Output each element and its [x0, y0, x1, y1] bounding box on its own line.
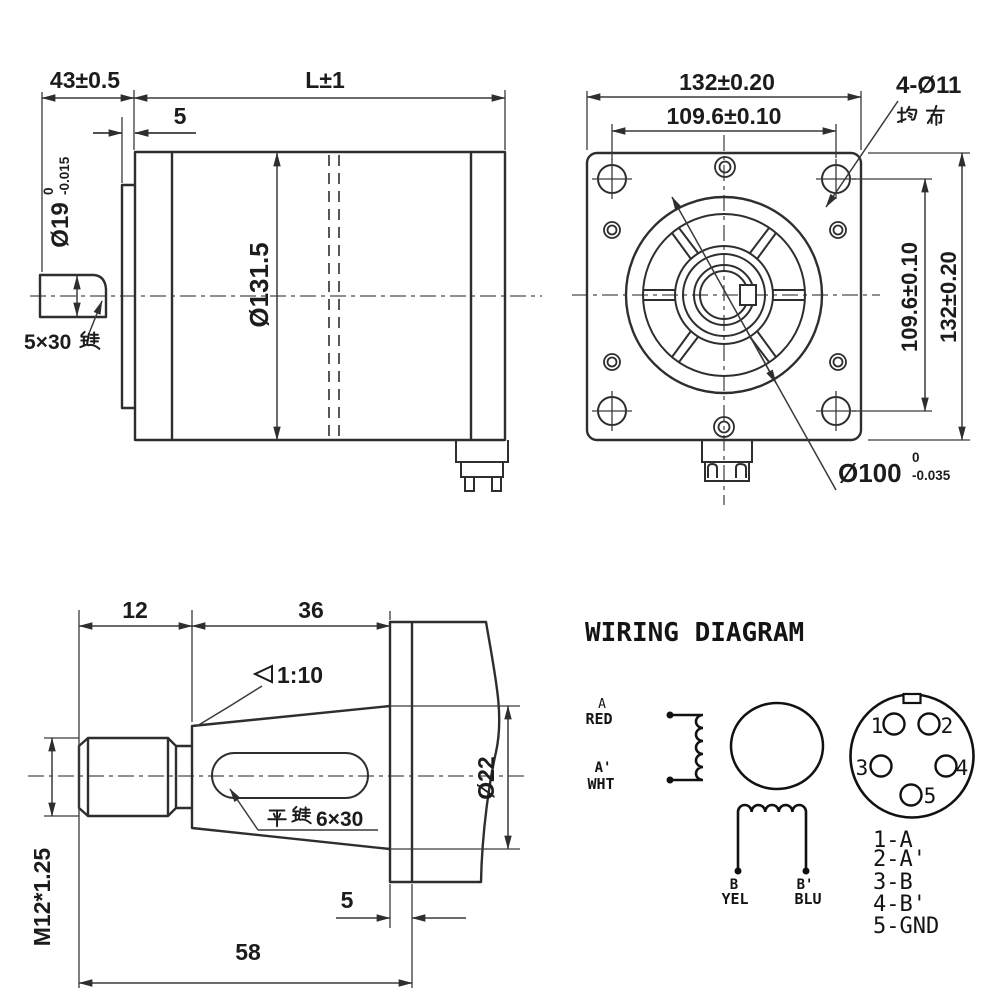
front-extension-lines	[586, 91, 970, 441]
phase-b-color: YEL	[721, 890, 748, 908]
terminal-dot-a-prime	[666, 776, 674, 784]
shaft-detail-view: 12 36 1:10 Ø22 6×30 M12*1.25 5 58	[28, 597, 528, 988]
dim-1096v-label: 109.6±0.10	[897, 242, 922, 352]
thread-section	[77, 736, 178, 818]
phase-b2-color: BLU	[794, 890, 821, 908]
shaft-dia-label: Ø19	[47, 202, 74, 247]
legend-item-3: 3-B	[873, 870, 913, 895]
side-view: 43±0.5 L±1 5 Ø19 0 -0.015 Ø131.5 5×30	[24, 67, 542, 492]
taper-section	[174, 704, 392, 851]
pin-1-label: 1	[871, 714, 884, 738]
keyway-ping-icon	[267, 809, 287, 828]
pin-2-label: 2	[941, 714, 954, 738]
dim-132v-label: 132±0.20	[936, 251, 961, 343]
boss-spokes	[643, 227, 805, 363]
dim-1096h-label: 109.6±0.10	[667, 103, 782, 129]
dim-43-label: 43±0.5	[50, 67, 120, 93]
phase-a-label: A	[598, 697, 606, 712]
connector-face: 1 2 3 4 5	[849, 692, 975, 819]
taper-leader	[196, 685, 263, 727]
connector-keying-notch	[902, 692, 922, 705]
shaft-extension-lines	[44, 610, 520, 988]
pilot-dia-label: Ø100	[838, 458, 902, 488]
phase-a2-color: WHT	[587, 775, 614, 793]
corner-mounting-holes	[592, 159, 856, 431]
terminal-connector-side	[455, 440, 509, 492]
dim-58-label: 58	[235, 939, 261, 965]
front-flange-plate	[120, 183, 137, 410]
output-shaft-outline	[38, 273, 108, 319]
terminal-dot-b-prime	[802, 867, 810, 875]
dim-L-label: L±1	[305, 67, 345, 93]
pin-4-label: 4	[956, 756, 969, 780]
wiring-diagram: WIRING DIAGRAM A RED A' WHT B YEL B' BLU	[585, 618, 975, 939]
phase-a2-label: A'	[595, 760, 612, 776]
thread-spec-label: M12*1.25	[29, 848, 55, 947]
holes-note-cjk	[896, 104, 945, 126]
dim-36-label: 36	[298, 597, 324, 623]
front-view: 132±0.20 109.6±0.10 109.6±0.10 132±0.20 …	[572, 69, 970, 505]
shaft-dia-label-group: Ø19 0 -0.015	[41, 156, 74, 247]
shaft-keyway-notch	[739, 284, 757, 306]
taper-symbol-icon	[252, 664, 273, 684]
terminal-dot-a	[666, 711, 674, 719]
pin-legend: 1-A 2-A' 3-B 4-B' 5-GND	[873, 828, 939, 939]
terminal-dot-b	[734, 867, 742, 875]
flange-square-outline	[585, 151, 863, 442]
phase-b-coil	[734, 803, 810, 875]
holes-note-jun-icon	[896, 105, 918, 124]
dim-5-label: 5	[174, 103, 187, 129]
dim-132h-label: 132±0.20	[679, 69, 775, 95]
phase-b2-label: B'	[797, 877, 814, 893]
phase-a-color: RED	[585, 710, 612, 728]
connector-pins	[869, 712, 958, 807]
keyway-label-latin: 6×30	[316, 808, 363, 831]
dim-12-label: 12	[122, 597, 148, 623]
holes-label: 4-Ø11	[896, 72, 961, 99]
pin-3-label: 3	[856, 756, 869, 780]
legend-item-4: 4-B'	[873, 892, 926, 917]
phase-a-coil	[666, 711, 704, 784]
key-label-latin: 5×30	[24, 331, 71, 354]
keyway-slot	[211, 752, 369, 799]
body-dia-label: Ø131.5	[244, 242, 274, 327]
motor-body-outline	[133, 150, 507, 442]
legend-item-1: 1-A	[873, 828, 913, 853]
wiring-title: WIRING DIAGRAM	[585, 618, 804, 648]
legend-item-5: 5-GND	[873, 914, 939, 939]
pilot-tol-lower: -0.035	[912, 468, 951, 483]
pin-5-label: 5	[924, 784, 937, 808]
holes-leader	[825, 100, 899, 208]
body-break-lines	[328, 155, 340, 438]
shaft-tol-lower: -0.015	[57, 156, 72, 195]
pilot-tol-upper: 0	[912, 450, 920, 465]
rotor-circle	[729, 701, 825, 791]
small-screw-holes	[603, 156, 847, 438]
dia22-label: Ø22	[473, 756, 499, 799]
holes-note-bu-icon	[925, 104, 945, 126]
taper-label: 1:10	[277, 662, 323, 688]
mounting-plate-and-body	[388, 620, 501, 884]
legend-item-2: 2-A'	[873, 847, 926, 872]
pilot-boss-circles	[624, 195, 824, 395]
phase-b-label: B	[730, 877, 738, 893]
key-leader	[87, 300, 103, 337]
keyway-jian-icon	[291, 805, 312, 825]
keyway-label-cjk	[267, 805, 312, 828]
terminal-connector-front	[701, 440, 753, 482]
shaft-tol-upper: 0	[41, 187, 56, 195]
key-label-cjk-jian-icon	[79, 330, 101, 350]
keyway-leader	[229, 788, 259, 831]
pilot-dia-leader-arrow2	[745, 328, 777, 384]
dim-5-label: 5	[341, 887, 354, 913]
